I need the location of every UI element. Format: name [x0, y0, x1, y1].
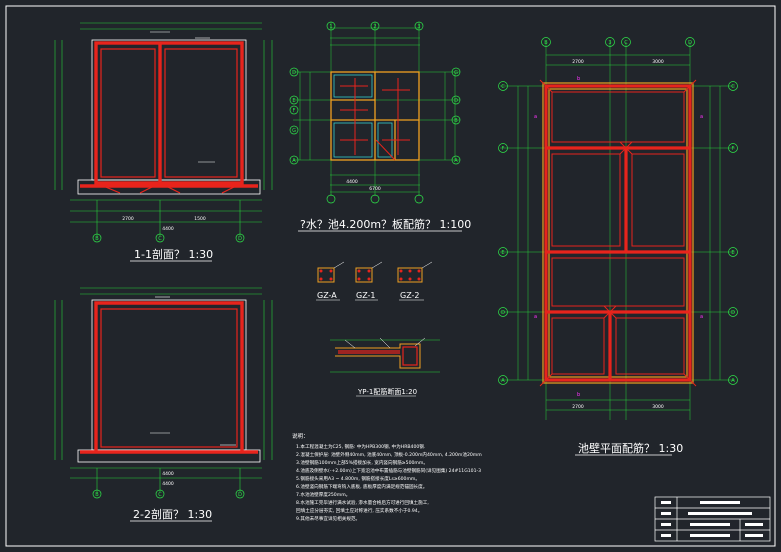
section-1-1: B C D 2700 1500 4400 1-1剖面？ 1:30 [54, 22, 273, 262]
dim-text: 4400 [162, 481, 174, 487]
svg-text:a: a [700, 314, 703, 320]
wall-plan: b b a a a a B 3 C D [498, 37, 738, 456]
note-line: 4.池底及侧壁水(-+2.00m)上下宽沿池中布置插筋与池壁钢筋同(详见图集) … [296, 467, 481, 474]
dim-text: 4400 [162, 226, 174, 232]
axis-label: E [292, 98, 295, 104]
column-label: GZ-1 [356, 291, 376, 300]
axis-label: F [502, 146, 505, 152]
axis-label: B [95, 236, 99, 242]
axis-label: 3 [608, 40, 611, 46]
svg-text:a: a [534, 114, 537, 120]
dim-text: 2700 [122, 216, 134, 222]
axis-label: C [158, 492, 162, 498]
dim-text: 4400 [346, 179, 358, 185]
axis-label: C [624, 40, 628, 46]
axis-label: C [731, 84, 735, 90]
axis-label: F [732, 146, 735, 152]
section-1-title: 1-1剖面？ 1:30 [134, 247, 213, 261]
note-line: 5.钢筋接头采用A3 ~ 4.800m, 钢筋搭接长度Ls≥600mm。 [296, 475, 420, 482]
axis-label: D [731, 310, 735, 316]
svg-text:a: a [700, 114, 703, 120]
axis-label: G [454, 70, 458, 76]
top-plan-title: ?水？池4.200m？板配筋？ 1:100 [300, 217, 471, 231]
section-2-2: B C D 4400 4400 2-2剖面？ 1:30 [54, 287, 273, 522]
axis-label: A [501, 378, 505, 384]
notes-heading: 说明： [292, 432, 309, 440]
wall-plan-title: 池壁平面配筋？ 1:30 [578, 441, 683, 455]
column-label: GZ-2 [400, 291, 420, 300]
sheet-border [5, 5, 776, 547]
note-line: 8.水池施工完毕进行满水试验, 渗水量合格后方可进行回填土施工, [296, 499, 429, 506]
axis-label: D [688, 40, 692, 46]
axis-label: D [238, 236, 242, 242]
note-line: 7.水池池壁厚度250mm。 [296, 491, 350, 498]
axis-label: D [238, 492, 242, 498]
axis-label: A [454, 158, 458, 164]
axis-label: B [544, 40, 548, 46]
axis-label: 3 [417, 24, 420, 30]
dim-text: 3000 [652, 59, 664, 65]
title-block [654, 496, 771, 542]
axis-label: F [293, 108, 296, 114]
column-sections: GZ-A GZ-1 GZ-2 [316, 261, 433, 301]
axis-label: C [501, 84, 505, 90]
svg-text:b: b [577, 392, 580, 398]
note-line: 3.池壁钢筋100mm上部5%搭接加长, 宽内竖向钢筋≥500mm。 [296, 459, 428, 466]
note-line: 回填土应分层夯实, 回填土应对称进行, 压实系数不小于0.94。 [296, 507, 422, 514]
column-label: GZ-A [317, 291, 337, 300]
axis-label: 2 [373, 24, 376, 30]
axis-label: A [292, 158, 296, 164]
axis-label: E [731, 250, 734, 256]
note-line: 2.混凝土保护层: 池壁外侧40mm, 池底40mm, 顶板-0.200m内40… [296, 451, 482, 458]
note-line: 1.本工程混凝土为C25, 钢筋: 中为HPB300钢, 中为HRB400钢. [296, 443, 425, 450]
axis-label: 1 [329, 24, 332, 30]
note-line: 9.其他未尽事宜详见相关规范。 [296, 515, 360, 522]
axis-label: D [501, 310, 505, 316]
dim-text: 1500 [194, 216, 206, 222]
beam-detail-title: YP-1配筋断面1:20 [357, 387, 417, 396]
note-line: 6.池壁竖向钢筋下端弯钩入底板, 底板厚度内满足规范锚固长度。 [296, 483, 427, 490]
design-notes: 说明： 1.本工程混凝土为C25, 钢筋: 中为HPB300钢, 中为HRB40… [292, 432, 482, 522]
svg-text:a: a [534, 314, 537, 320]
dim-text: 3000 [652, 404, 664, 410]
dim-text: 6700 [369, 186, 381, 192]
axis-label: B [454, 118, 458, 124]
section-2-title: 2-2剖面？ 1:30 [133, 507, 212, 521]
svg-text:b: b [577, 76, 580, 82]
axis-label: C [158, 236, 162, 242]
axis-label: D [454, 98, 458, 104]
axis-label: A [731, 378, 735, 384]
dim-text: 4400 [162, 471, 174, 477]
axis-label: B [95, 492, 99, 498]
beam-detail: YP-1配筋断面1:20 [330, 337, 440, 397]
axis-label: D [292, 70, 296, 76]
top-slab-plan: 1 2 3 D E F G A G D B A 4400 6700 ?水？池4.… [289, 21, 471, 232]
dim-text: 2700 [572, 404, 584, 410]
axis-label: G [292, 128, 296, 134]
dim-text: 2700 [572, 59, 584, 65]
axis-label: E [501, 250, 504, 256]
